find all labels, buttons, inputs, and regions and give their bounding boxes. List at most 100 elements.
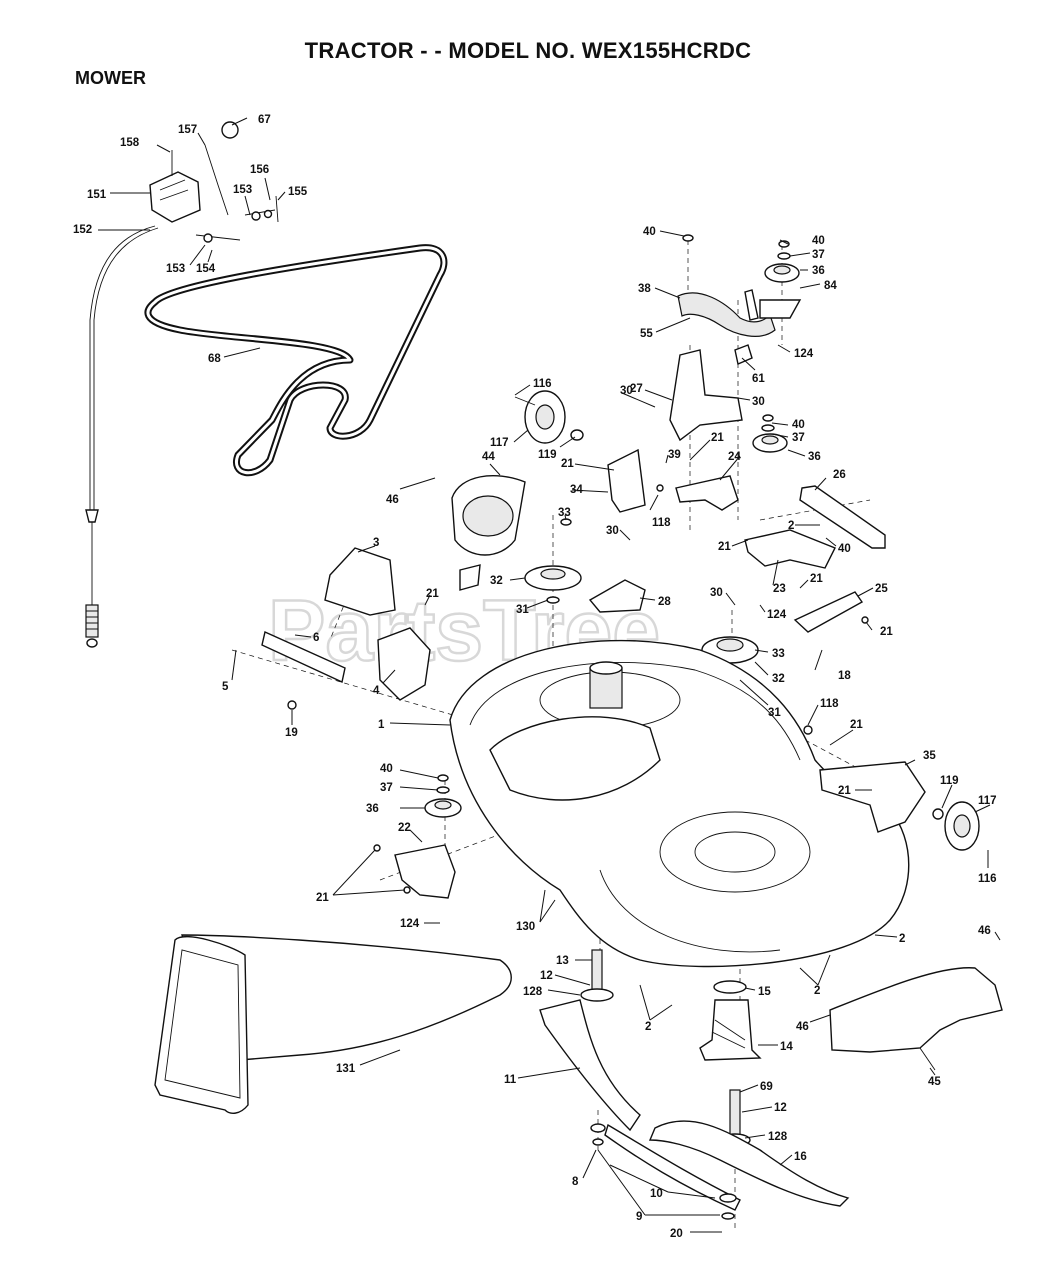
- callout-3: 3: [373, 537, 379, 549]
- callout-40: 40: [812, 235, 825, 247]
- callout-46: 46: [796, 1021, 809, 1033]
- callout-61: 61: [752, 373, 765, 385]
- callout-151: 151: [87, 189, 107, 201]
- callout-38: 38: [638, 283, 651, 295]
- callout-21: 21: [561, 458, 574, 470]
- callout-2: 2: [645, 1021, 651, 1033]
- callout-31: 31: [768, 707, 781, 719]
- callout-30: 30: [606, 525, 619, 537]
- callout-67: 67: [258, 114, 271, 126]
- left-idler-pulley: [394, 774, 462, 899]
- right-brackets: [744, 485, 886, 633]
- callout-130: 130: [516, 921, 535, 933]
- callout-118: 118: [820, 698, 839, 710]
- callout-68: 68: [208, 353, 221, 365]
- callout-128: 128: [768, 1131, 788, 1143]
- callout-152: 152: [73, 224, 92, 236]
- callout-28: 28: [658, 596, 671, 608]
- callout-6: 6: [313, 632, 319, 644]
- callout-27: 27: [630, 383, 643, 395]
- callout-13: 13: [556, 955, 569, 967]
- callout-32: 32: [490, 575, 503, 587]
- callout-84: 84: [824, 280, 837, 292]
- callout-21: 21: [810, 573, 823, 585]
- callout-69: 69: [760, 1081, 773, 1093]
- mower-deck: [449, 639, 910, 968]
- callout-35: 35: [923, 750, 936, 762]
- page-title: TRACTOR - - MODEL NO. WEX155HCRDC: [304, 38, 752, 63]
- left-pulley-group: [451, 448, 646, 613]
- callout-39: 39: [668, 449, 681, 461]
- right-shield: [829, 967, 1003, 1071]
- callout-45: 45: [928, 1076, 941, 1088]
- callout-34: 34: [570, 484, 583, 496]
- gauge-wheel-upper: [514, 390, 584, 444]
- callout-153: 153: [166, 263, 185, 275]
- callout-124: 124: [794, 348, 814, 360]
- callout-117: 117: [490, 437, 509, 449]
- callout-36: 36: [812, 265, 825, 277]
- left-brackets: [261, 547, 431, 701]
- callout-21: 21: [880, 626, 893, 638]
- callout-154: 154: [196, 263, 216, 275]
- callout-37: 37: [812, 249, 825, 261]
- callout-128: 128: [523, 986, 543, 998]
- callout-40: 40: [643, 226, 656, 238]
- callout-1: 1: [378, 719, 385, 731]
- hardware: [287, 484, 813, 1220]
- callout-30: 30: [620, 385, 633, 397]
- callout-124: 124: [400, 918, 420, 930]
- callout-22: 22: [398, 822, 411, 834]
- callout-2: 2: [814, 985, 820, 997]
- callout-131: 131: [336, 1063, 356, 1075]
- callout-40: 40: [792, 419, 805, 431]
- callout-119: 119: [940, 775, 959, 787]
- callout-117: 117: [978, 795, 997, 807]
- callout-46: 46: [978, 925, 991, 937]
- callout-4: 4: [373, 685, 380, 697]
- callout-24: 24: [728, 451, 741, 463]
- callout-36: 36: [808, 451, 821, 463]
- callout-44: 44: [482, 451, 495, 463]
- callout-33: 33: [772, 648, 785, 660]
- callout-21: 21: [316, 892, 329, 904]
- callout-16: 16: [794, 1151, 807, 1163]
- callout-9: 9: [636, 1211, 642, 1223]
- drive-belt: [144, 244, 448, 477]
- callout-40: 40: [380, 763, 393, 775]
- callout-118: 118: [652, 517, 671, 529]
- callout-116: 116: [533, 378, 552, 390]
- section-title: MOWER: [75, 68, 146, 88]
- callout-labels: 67 157 158 15 6 155 153 151 152 153 154 6…: [73, 114, 997, 1240]
- callout-40: 40: [838, 543, 851, 555]
- callout-2: 2: [899, 933, 905, 945]
- idler-arm-assembly: [669, 234, 802, 511]
- callout-21: 21: [711, 432, 724, 444]
- control-bracket-assembly: [149, 121, 279, 243]
- callout-116: 116: [978, 873, 997, 885]
- callout-23: 23: [773, 583, 786, 595]
- callout-158: 158: [120, 137, 140, 149]
- callout-33: 33: [558, 507, 571, 519]
- callout-30: 30: [710, 587, 723, 599]
- callout-157: 157: [178, 124, 197, 136]
- callout-25: 25: [875, 583, 888, 595]
- gauge-wheel-lower: [819, 761, 980, 851]
- callout-11: 11: [504, 1074, 517, 1086]
- callout-119: 119: [538, 449, 557, 461]
- callout-21: 21: [718, 541, 731, 553]
- mower-blades: [539, 999, 850, 1211]
- callout-30: 30: [752, 396, 765, 408]
- callout-19: 19: [285, 727, 298, 739]
- callout-155: 155: [288, 186, 308, 198]
- callout-18: 18: [838, 670, 851, 682]
- callout-31: 31: [516, 604, 529, 616]
- callout-153: 153: [233, 184, 252, 196]
- callout-12: 12: [540, 970, 553, 982]
- callout-21: 21: [426, 588, 439, 600]
- callout-15: 15: [758, 986, 771, 998]
- callout-46: 46: [386, 494, 399, 506]
- callout-2: 2: [788, 520, 794, 532]
- control-cable: [85, 225, 159, 648]
